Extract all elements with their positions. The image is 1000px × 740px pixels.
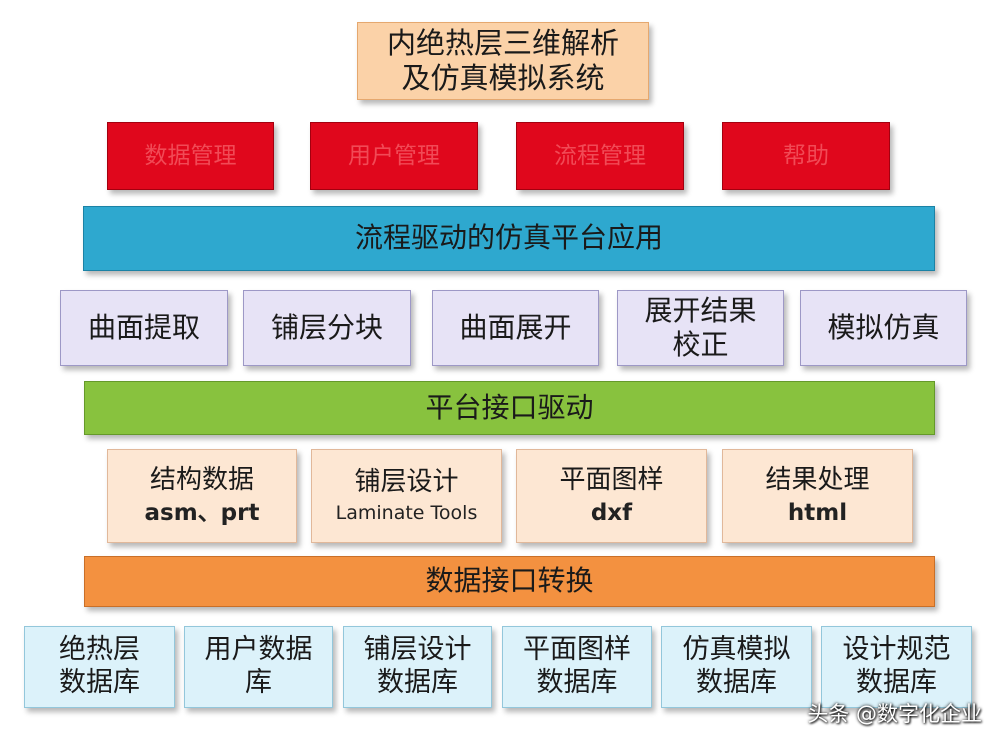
system-title-box: 内绝热层三维解析 及仿真模拟系统 <box>357 22 649 100</box>
data-type-name: 结果处理 <box>765 464 870 495</box>
database-insulation: 绝热层 数据库 <box>24 626 175 708</box>
database-label-line1: 用户数据 <box>204 634 313 666</box>
platform-interface-label: 平台接口驱动 <box>425 390 594 424</box>
platform-application-label: 流程驱动的仿真平台应用 <box>354 221 663 255</box>
database-label-line1: 绝热层 <box>59 634 140 666</box>
data-type-name: 结构数据 <box>149 464 254 495</box>
data-type-format: asm、prt <box>144 500 260 527</box>
function-label: 模拟仿真 <box>827 310 940 344</box>
process-management-box: 流程管理 <box>516 122 684 190</box>
data-type-format: dxf <box>590 500 633 527</box>
data-management-box: 数据管理 <box>107 122 274 190</box>
function-simulation: 模拟仿真 <box>800 290 967 366</box>
help-box: 帮助 <box>722 122 890 190</box>
database-user-data: 用户数据 库 <box>184 626 333 708</box>
data-type-format: Laminate Tools <box>335 501 478 524</box>
function-unfold-correction: 展开结果 校正 <box>617 290 784 366</box>
function-label-line2: 校正 <box>672 328 729 361</box>
database-label-line1: 铺层设计 <box>363 634 472 666</box>
database-flat-pattern: 平面图样 数据库 <box>502 626 652 708</box>
data-type-name: 平面图样 <box>559 464 664 495</box>
data-type-name: 铺层设计 <box>354 467 459 498</box>
function-label: 铺层分块 <box>270 310 383 344</box>
platform-application-bar: 流程驱动的仿真平台应用 <box>83 206 935 271</box>
database-label-line2: 库 <box>245 667 272 698</box>
database-label-line1: 设计规范 <box>842 634 951 666</box>
function-label: 曲面展开 <box>459 310 572 344</box>
system-title-line1: 内绝热层三维解析 <box>386 25 619 60</box>
data-management-label: 数据管理 <box>144 142 237 169</box>
data-type-result-processing: 结果处理 html <box>722 449 913 543</box>
database-label-line2: 数据库 <box>377 667 458 698</box>
user-management-box: 用户管理 <box>310 122 478 190</box>
user-management-label: 用户管理 <box>348 142 440 169</box>
data-type-format: html <box>787 500 848 527</box>
database-ply-design: 铺层设计 数据库 <box>343 626 492 708</box>
help-label: 帮助 <box>783 142 829 169</box>
function-label-line1: 展开结果 <box>644 293 757 327</box>
system-title-line2: 及仿真模拟系统 <box>401 61 605 95</box>
platform-interface-bar: 平台接口驱动 <box>84 381 935 435</box>
watermark: 头条 @数字化企业 <box>807 702 982 726</box>
function-label: 曲面提取 <box>87 310 200 344</box>
database-label-line2: 数据库 <box>59 667 140 698</box>
database-design-spec: 设计规范 数据库 <box>821 626 972 708</box>
function-surface-unfold: 曲面展开 <box>432 290 599 366</box>
database-label-line1: 平面图样 <box>523 634 631 666</box>
data-type-flat-pattern: 平面图样 dxf <box>516 449 707 543</box>
process-management-label: 流程管理 <box>554 142 646 169</box>
data-type-ply-design: 铺层设计 Laminate Tools <box>311 449 502 543</box>
database-simulation: 仿真模拟 数据库 <box>661 626 812 708</box>
database-label-line2: 数据库 <box>696 667 777 698</box>
database-label-line1: 仿真模拟 <box>682 634 791 666</box>
data-type-structure: 结构数据 asm、prt <box>107 449 297 543</box>
data-interface-label: 数据接口转换 <box>425 564 594 598</box>
function-surface-extraction: 曲面提取 <box>60 290 228 366</box>
function-ply-partition: 铺层分块 <box>243 290 411 366</box>
data-interface-bar: 数据接口转换 <box>84 556 935 607</box>
database-label-line2: 数据库 <box>856 667 937 698</box>
database-label-line2: 数据库 <box>536 667 618 698</box>
